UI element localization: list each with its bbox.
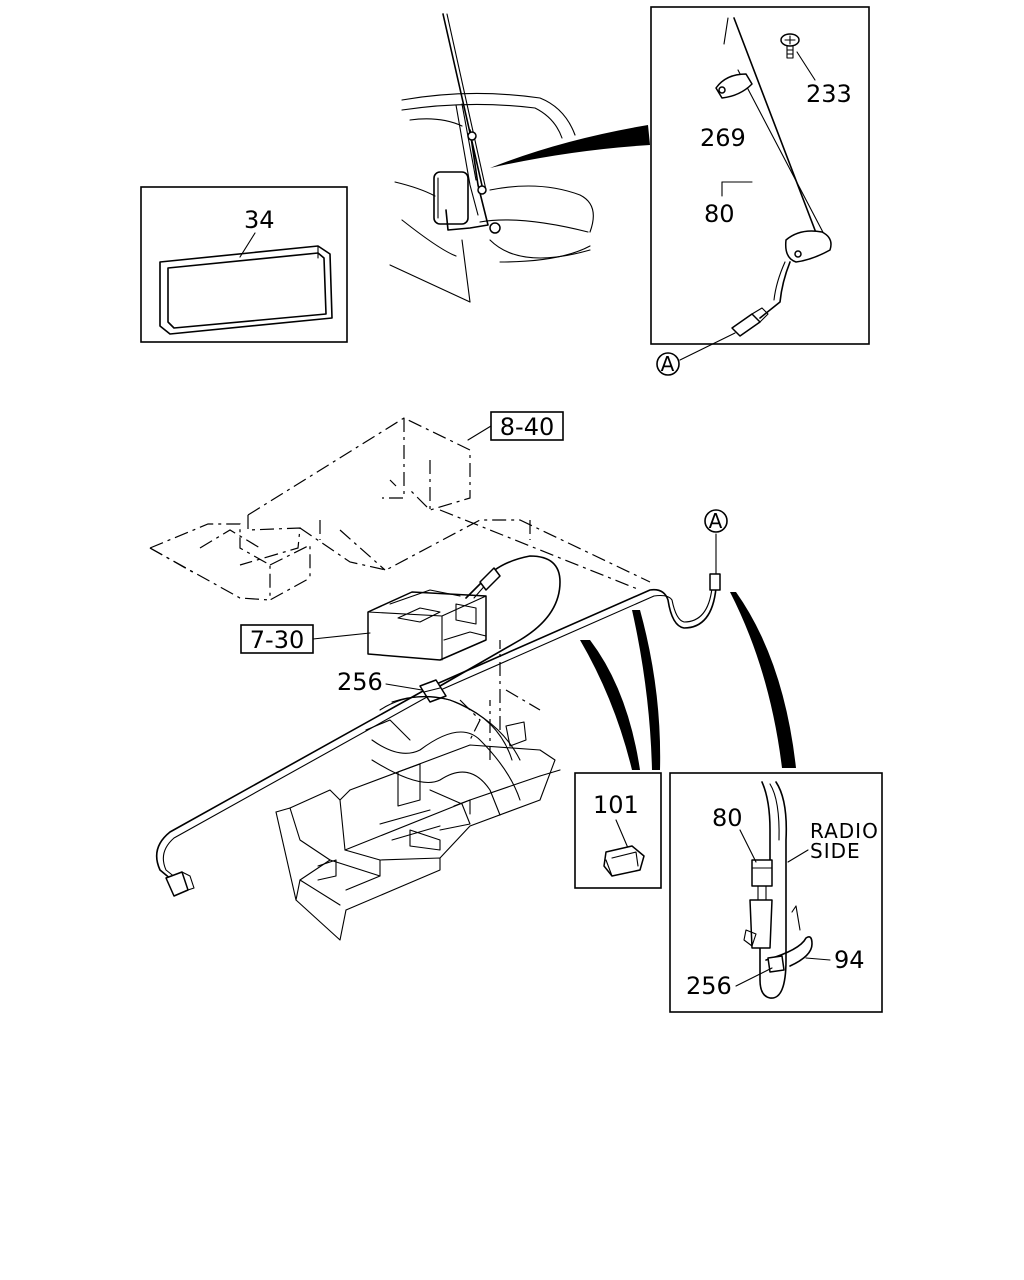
- bracket-269-part: [715, 73, 753, 99]
- connector-a-mid-part: [709, 573, 721, 591]
- connector-a-top-label: A: [661, 352, 676, 376]
- car-mirror-antenna-view: [389, 13, 594, 303]
- ref-8-40-label: 8-40: [500, 413, 554, 441]
- radio-side-inset-frame: [669, 772, 883, 1013]
- dashboard-phantom: [149, 417, 651, 760]
- connector-a-badge-mid: A: [704, 509, 728, 533]
- radio-side-cable-connector: [743, 859, 773, 949]
- pointer-to-radio-side-inset: [730, 592, 796, 768]
- connector-a-top-part: [731, 307, 769, 337]
- antenna-callout-label: 80: [704, 200, 735, 228]
- antenna-detail-inset: 233 269 80: [650, 6, 870, 361]
- gasket-callout-label: 34: [244, 206, 275, 234]
- gasket-part: [159, 245, 333, 335]
- clamp-101-part: [603, 845, 645, 877]
- screw-233-part: [780, 33, 800, 59]
- pointer-to-clamp-inset: [580, 640, 640, 770]
- cable-end-connector: [165, 871, 189, 897]
- clip-detail-callout-label: 256: [686, 972, 732, 1000]
- clamp-callout-label: 101: [593, 791, 639, 819]
- radio-side-note-line1: RADIO: [810, 819, 879, 843]
- ref-7-30-box: 7-30: [240, 624, 371, 654]
- clip-main-callout-label: 256: [337, 668, 383, 696]
- radio-unit: [367, 589, 487, 661]
- radio-side-note-line2: SIDE: [810, 839, 861, 863]
- connector-a-badge-top: A: [656, 352, 680, 376]
- band-callout-label: 94: [834, 946, 865, 974]
- radio-side-inset: 80 RADIO SIDE 94 256: [669, 772, 883, 1013]
- cable-detail-callout-label: 80: [712, 804, 743, 832]
- antenna-mast: [442, 13, 484, 191]
- screw-callout-label: 233: [806, 80, 852, 108]
- gasket-inset: 34: [140, 186, 348, 343]
- side-mirror: [433, 171, 469, 225]
- floor-tunnel-structure: [275, 695, 561, 941]
- connector-a-mid-label: A: [709, 509, 724, 533]
- clamp-inset: 101: [574, 772, 662, 889]
- ref-7-30-label: 7-30: [250, 626, 304, 654]
- antenna-inset-frame: [650, 6, 870, 345]
- band-94-part: [765, 905, 813, 973]
- bracket-callout-label: 269: [700, 124, 746, 152]
- clamp-inset-frame: [574, 772, 662, 889]
- pointer-to-antenna-inset: [490, 125, 650, 168]
- antenna-cable-run: [155, 533, 721, 897]
- pointer-to-clamp-inset-2: [632, 610, 661, 770]
- ref-8-40-box: 8-40: [467, 411, 564, 441]
- gasket-inset-frame: [140, 186, 348, 343]
